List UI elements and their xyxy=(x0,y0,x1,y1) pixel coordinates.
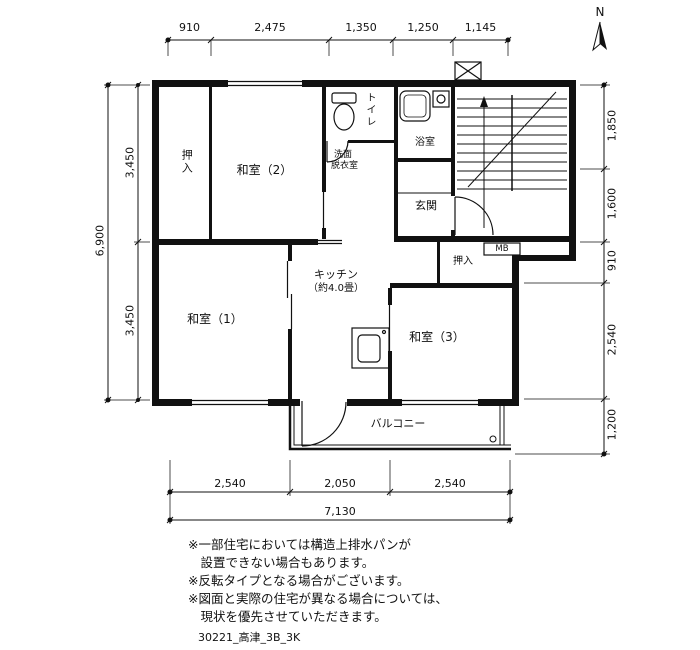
dim-left-total: 6,900 xyxy=(93,224,107,257)
plan-id-label: 30221_高津_3B_3K xyxy=(198,631,301,644)
dim-top-1145: 1,145 xyxy=(464,21,497,34)
kitchen-counter-icon xyxy=(351,327,390,369)
note-line-5: 現状を優先させていただきます。 xyxy=(188,609,387,624)
room-label-oshiire-top: 押入 xyxy=(180,149,194,175)
dim-bottom-2540b: 2,540 xyxy=(434,477,466,490)
north-arrow-icon xyxy=(592,21,607,52)
toilet-icon xyxy=(331,92,357,131)
room-label-washitsu3: 和室（3） xyxy=(409,330,465,344)
room-label-kitchen-1: キッチン xyxy=(314,268,358,281)
room-label-washitsu1: 和室（1） xyxy=(187,312,243,326)
balcony-railing xyxy=(288,401,511,451)
meter-box-outline xyxy=(483,242,521,256)
note-line-1: ※一部住宅においては構造上排水パンが xyxy=(188,537,411,552)
dim-left-lower: 3,450 xyxy=(123,304,137,337)
dim-bottom-2050: 2,050 xyxy=(324,477,356,490)
note-line-2: 設置できない場合もあります。 xyxy=(188,555,375,570)
dim-right-1200: 1,200 xyxy=(605,408,619,441)
room-label-meter-box: MB xyxy=(495,244,509,254)
dim-right-910: 910 xyxy=(605,250,619,272)
room-label-washitsu2: 和室（2） xyxy=(236,163,293,177)
dim-left-upper: 3,450 xyxy=(123,146,137,179)
room-label-toilet: トイレ xyxy=(364,92,375,128)
bathtub-icon xyxy=(399,90,450,122)
dim-top-2475: 2,475 xyxy=(254,21,286,34)
dim-right-2540: 2,540 xyxy=(605,323,619,356)
note-line-3: ※反転タイプとなる場合がございます。 xyxy=(188,573,410,588)
room-label-washroom-1: 洗面 xyxy=(334,150,353,160)
windows xyxy=(192,80,478,406)
room-label-oshiire-right: 押入 xyxy=(453,256,473,267)
dim-top-1250: 1,250 xyxy=(407,21,439,34)
dim-top-910: 910 xyxy=(179,21,200,34)
dim-bottom-2540a: 2,540 xyxy=(214,477,246,490)
stairs-icon xyxy=(457,91,567,228)
note-line-4: ※図面と実際の住宅が異なる場合については、 xyxy=(188,591,448,606)
duct-shaft-icon xyxy=(454,61,482,81)
dim-top-1350: 1,350 xyxy=(345,21,377,34)
dim-right-1850: 1,850 xyxy=(605,109,619,142)
room-label-washroom-2: 脱衣室 xyxy=(331,161,359,171)
north-label: N xyxy=(595,5,605,19)
dim-right-1600: 1,600 xyxy=(605,187,619,220)
dimension-lines xyxy=(104,36,610,524)
room-label-genkan: 玄関 xyxy=(415,199,437,212)
room-label-balcony: バルコニー xyxy=(370,417,426,430)
room-label-bathroom: 浴室 xyxy=(415,137,435,148)
room-label-kitchen-2: （約4.0畳） xyxy=(308,283,364,294)
dim-bottom-total: 7,130 xyxy=(324,505,356,518)
